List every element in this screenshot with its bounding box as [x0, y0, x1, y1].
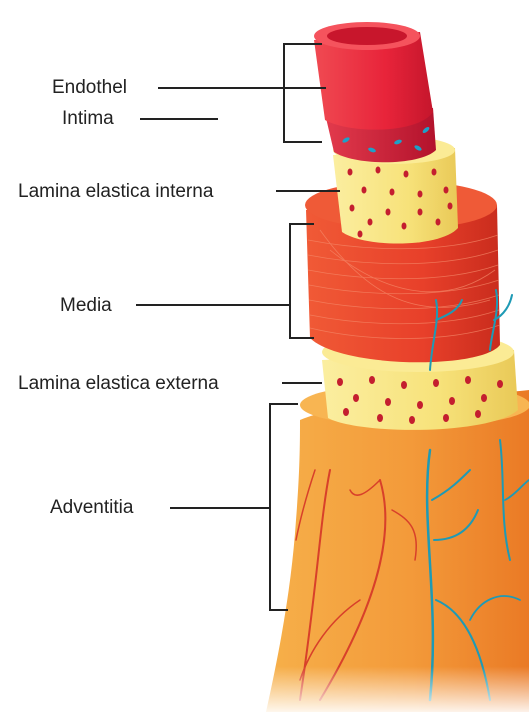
adventitia-layer [260, 383, 529, 712]
label-adventitia: Adventitia [50, 497, 270, 518]
endothel-layer [314, 22, 433, 130]
label-media: Media [60, 295, 290, 316]
label-lamina-interna-text: Lamina elastica interna [18, 181, 214, 202]
label-lamina-elastica-externa: Lamina elastica externa [18, 373, 322, 394]
label-media-text: Media [60, 295, 112, 316]
label-intima: Intima [62, 108, 218, 129]
label-lamina-externa-text: Lamina elastica externa [18, 373, 219, 394]
label-intima-text: Intima [62, 108, 114, 129]
label-lamina-elastica-interna: Lamina elastica interna [18, 181, 340, 202]
label-endothel-text: Endothel [52, 77, 127, 98]
bracket-intima [284, 44, 322, 142]
label-adventitia-text: Adventitia [50, 497, 134, 518]
